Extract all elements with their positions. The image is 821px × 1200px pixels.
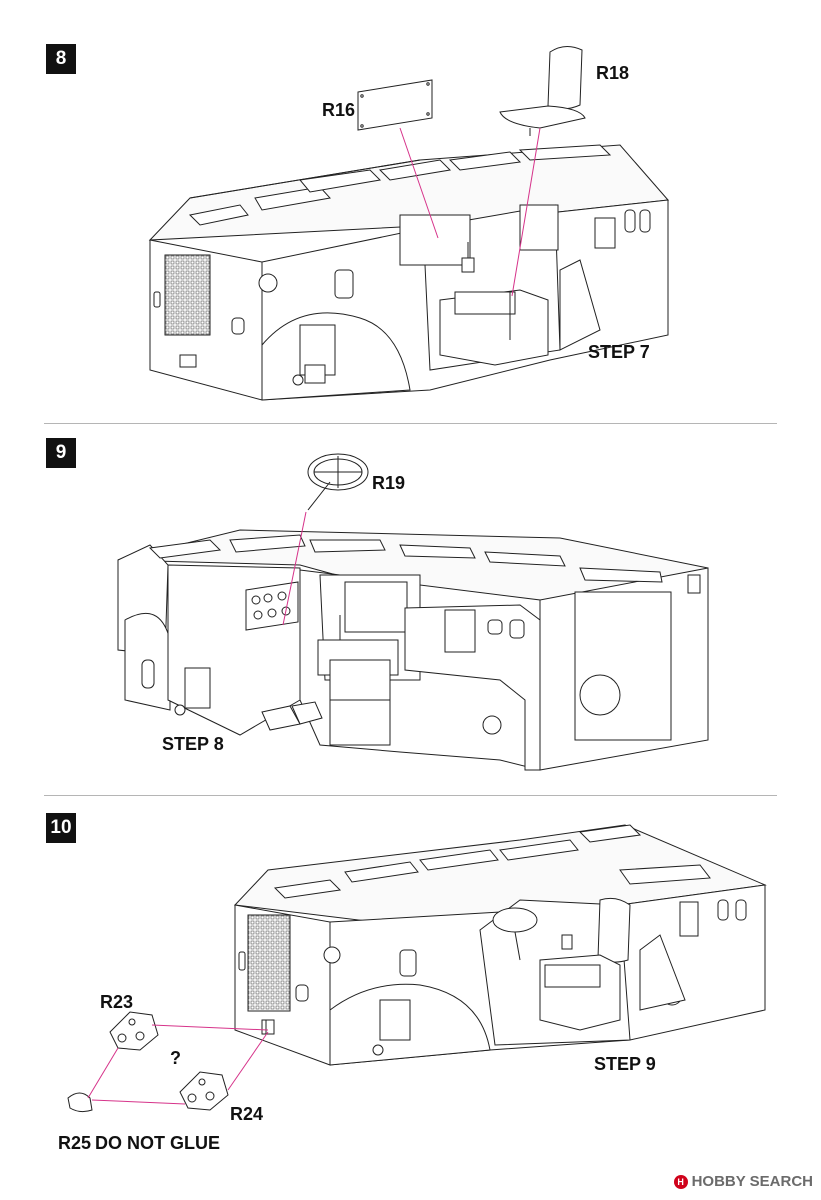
- step8-reference-label: STEP 7: [588, 342, 650, 362]
- r23-hitch-part: [109, 1011, 159, 1051]
- section-divider-1: [44, 423, 777, 424]
- step9-vehicle-drawing: [117, 529, 709, 771]
- r18-seat-part: [499, 46, 586, 136]
- r18-label: R18: [596, 63, 630, 83]
- r19-steering-wheel-part: [307, 453, 369, 511]
- step-8-badge: 8: [46, 44, 76, 74]
- question-mark: ?: [170, 1048, 181, 1068]
- step10-reference-label: STEP 9: [594, 1054, 656, 1074]
- watermark: H HOBBY SEARCH: [673, 1173, 813, 1190]
- step8-leader-lines: [399, 127, 541, 297]
- r16-label: R16: [322, 100, 356, 120]
- r19-label: R19: [372, 473, 406, 493]
- do-not-glue-note: DO NOT GLUE: [95, 1133, 220, 1153]
- r24-hitch-part: [179, 1071, 229, 1111]
- r25-label: R25: [58, 1133, 92, 1153]
- section-divider-2: [44, 795, 777, 796]
- hobbysearch-logo-icon: H: [673, 1174, 688, 1189]
- step10-vehicle-drawing: [233, 824, 767, 1066]
- step9-reference-label: STEP 8: [162, 734, 224, 754]
- step9-leader-lines: [282, 511, 307, 626]
- r25-small-part: [67, 1092, 93, 1113]
- step-10-badge: 10: [46, 813, 76, 843]
- step8-vehicle-drawing: [148, 144, 670, 401]
- watermark-text: HOBBY SEARCH: [691, 1173, 813, 1190]
- step10-leader-lines: [87, 1024, 269, 1105]
- r23-label: R23: [100, 992, 134, 1012]
- r24-label: R24: [230, 1104, 264, 1124]
- step-9-badge: 9: [46, 438, 76, 468]
- r16-panel-part: [357, 79, 433, 131]
